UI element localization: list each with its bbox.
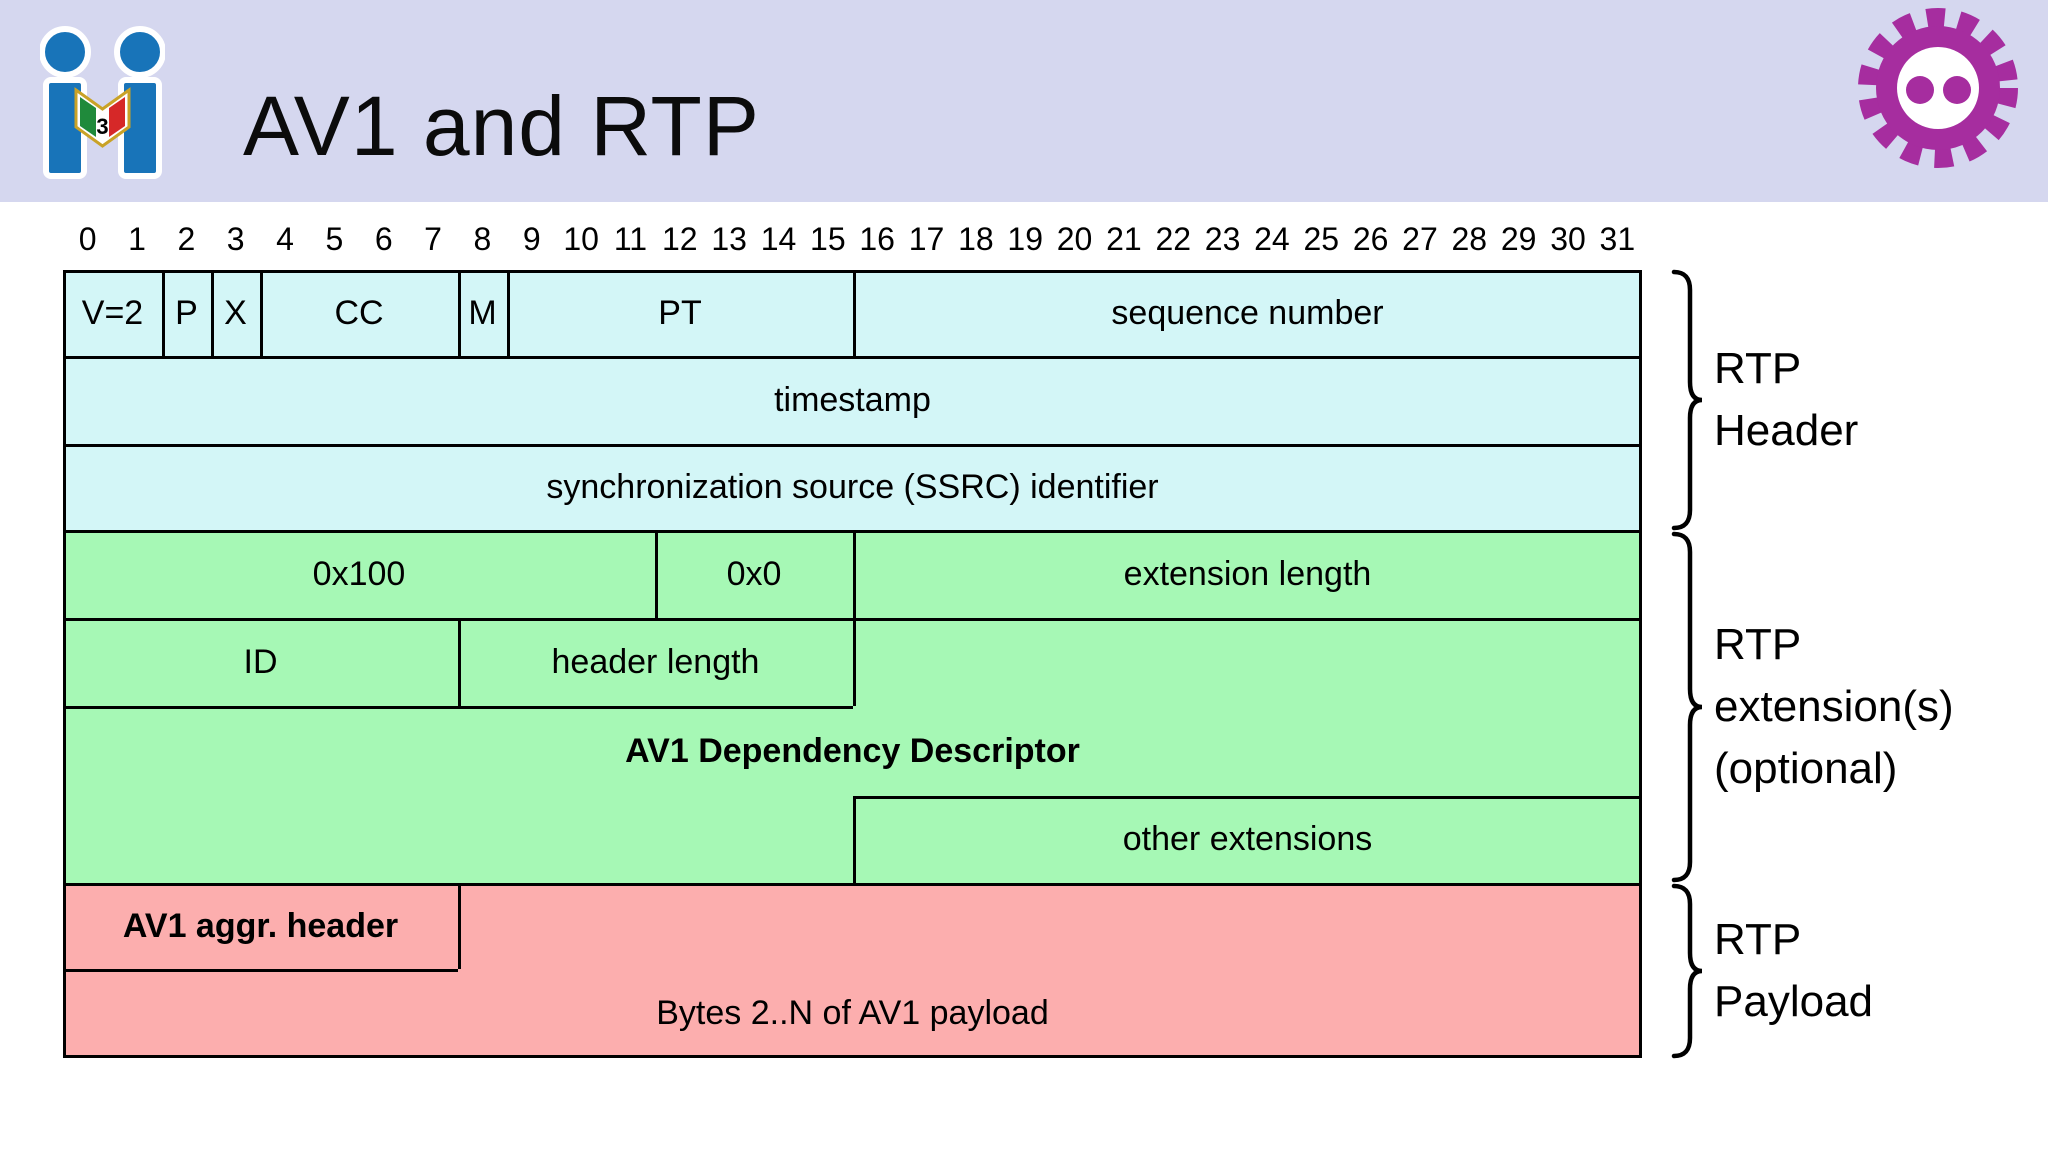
bit-number-label: 26 xyxy=(1352,220,1389,257)
header-band xyxy=(0,0,2048,202)
bit-number-label: 25 xyxy=(1303,220,1340,257)
field-csrc-count: CC xyxy=(334,293,384,332)
field-ext-id: ID xyxy=(243,642,278,681)
field-timestamp: timestamp xyxy=(774,380,931,419)
cell-divider xyxy=(211,270,214,356)
cell-divider xyxy=(853,618,856,706)
logo-badge-number: 3 xyxy=(96,114,108,139)
cell-divider xyxy=(260,270,263,356)
field-payload-type: PT xyxy=(658,293,702,332)
people-logo-icon: 3 xyxy=(40,26,165,179)
cell-divider xyxy=(853,530,856,618)
cell-divider xyxy=(853,270,856,356)
annotation-line: RTP xyxy=(1714,620,1802,669)
row-separator xyxy=(63,530,1642,533)
bit-number-label: 13 xyxy=(711,220,747,257)
bit-number-label: 5 xyxy=(325,220,344,257)
border-right xyxy=(1639,270,1642,1058)
bit-number-label: 11 xyxy=(613,220,648,257)
field-sequence-number: sequence number xyxy=(1111,293,1384,332)
slide-title: AV1 and RTP xyxy=(243,79,760,173)
annotation-line: Payload xyxy=(1714,977,1874,1026)
bit-number-label: 17 xyxy=(908,220,945,257)
bit-number-label: 12 xyxy=(662,220,698,257)
row-separator-partial xyxy=(63,706,853,709)
field-aggr-header: AV1 aggr. header xyxy=(122,906,399,945)
cell-divider xyxy=(507,270,510,356)
annotation-line: RTP xyxy=(1714,915,1802,964)
bit-number-label: 15 xyxy=(810,220,846,257)
bit-number-label: 10 xyxy=(563,220,599,257)
bit-number-label: 14 xyxy=(760,220,797,257)
row-separator xyxy=(63,618,1642,621)
border-top xyxy=(63,270,1642,273)
bit-number-label: 6 xyxy=(374,220,393,257)
field-header-length: header length xyxy=(551,642,760,681)
bit-number-label: 18 xyxy=(958,220,994,257)
field-dependency-descriptor: AV1 Dependency Descriptor xyxy=(625,731,1080,770)
bit-number-label: 30 xyxy=(1550,220,1586,257)
field-extension-bit: X xyxy=(224,293,247,332)
field-marker: M xyxy=(468,293,497,332)
field-padding: P xyxy=(175,293,198,332)
gear-logo-icon xyxy=(1858,8,2018,168)
annotation-line: extension(s) xyxy=(1714,682,1954,731)
bit-number-label: 27 xyxy=(1402,220,1438,257)
rtp-header-region xyxy=(63,270,1642,530)
bit-number-label: 31 xyxy=(1599,220,1636,257)
field-other-extensions: other extensions xyxy=(1122,820,1373,858)
row-separator xyxy=(63,356,1642,359)
annotation-line: RTP xyxy=(1714,344,1802,393)
field-payload-bytes: Bytes 2..N of AV1 payload xyxy=(656,994,1049,1032)
bit-number-label: 21 xyxy=(1106,220,1142,257)
rtp-extensions-label: RTP extension(s) (optional) xyxy=(1714,614,1954,800)
bit-number-label: 2 xyxy=(177,220,196,257)
rtp-payload-label: RTP Payload xyxy=(1714,909,1873,1033)
bit-number-label: 4 xyxy=(276,220,294,257)
bit-number-label: 3 xyxy=(226,220,245,257)
bit-number-label: 0 xyxy=(78,220,97,257)
aggr-header-right-border xyxy=(458,883,461,969)
bit-number-label: 29 xyxy=(1500,220,1537,257)
rtp-header-brace xyxy=(1671,269,1703,531)
field-version: V=2 xyxy=(81,293,144,332)
bit-number-label: 7 xyxy=(424,220,442,257)
rtp-packet-diagram: V=2 P X CC M PT sequence number timestam… xyxy=(63,270,1642,1058)
rtp-extensions-brace xyxy=(1671,531,1703,883)
row-separator xyxy=(63,444,1642,447)
bit-number-label: 19 xyxy=(1007,220,1043,257)
section-braces xyxy=(1671,269,1703,1059)
field-ssrc: synchronization source (SSRC) identifier xyxy=(546,467,1159,506)
aggr-header-bottom-border xyxy=(63,969,458,972)
bit-number-label: 8 xyxy=(473,220,492,257)
bit-number-label: 1 xyxy=(128,220,146,257)
field-appbits: 0x0 xyxy=(726,554,782,593)
other-extensions-top-border xyxy=(853,796,1642,799)
annotation-line: (optional) xyxy=(1714,744,1898,793)
bit-number-label: 9 xyxy=(522,220,541,257)
bit-number-label: 23 xyxy=(1204,220,1241,257)
border-bottom xyxy=(63,1055,1642,1058)
cell-divider xyxy=(655,530,658,618)
annotation-line: Header xyxy=(1714,406,1859,455)
rtp-payload-brace xyxy=(1671,883,1703,1059)
border-left xyxy=(63,270,66,1058)
bit-number-label: 20 xyxy=(1056,220,1093,257)
field-profile-magic: 0x100 xyxy=(312,554,406,593)
rtp-header-label: RTP Header xyxy=(1714,338,1858,462)
cell-divider xyxy=(458,618,461,706)
cell-divider xyxy=(458,270,461,356)
bit-number-label: 16 xyxy=(859,220,895,257)
bit-number-label: 24 xyxy=(1254,220,1290,257)
row-separator xyxy=(63,883,1642,886)
bit-number-label: 28 xyxy=(1451,220,1488,257)
other-extensions-left-border xyxy=(853,796,856,883)
bit-number-label: 22 xyxy=(1155,220,1192,257)
cell-divider xyxy=(162,270,165,356)
field-extension-length: extension length xyxy=(1123,554,1372,593)
